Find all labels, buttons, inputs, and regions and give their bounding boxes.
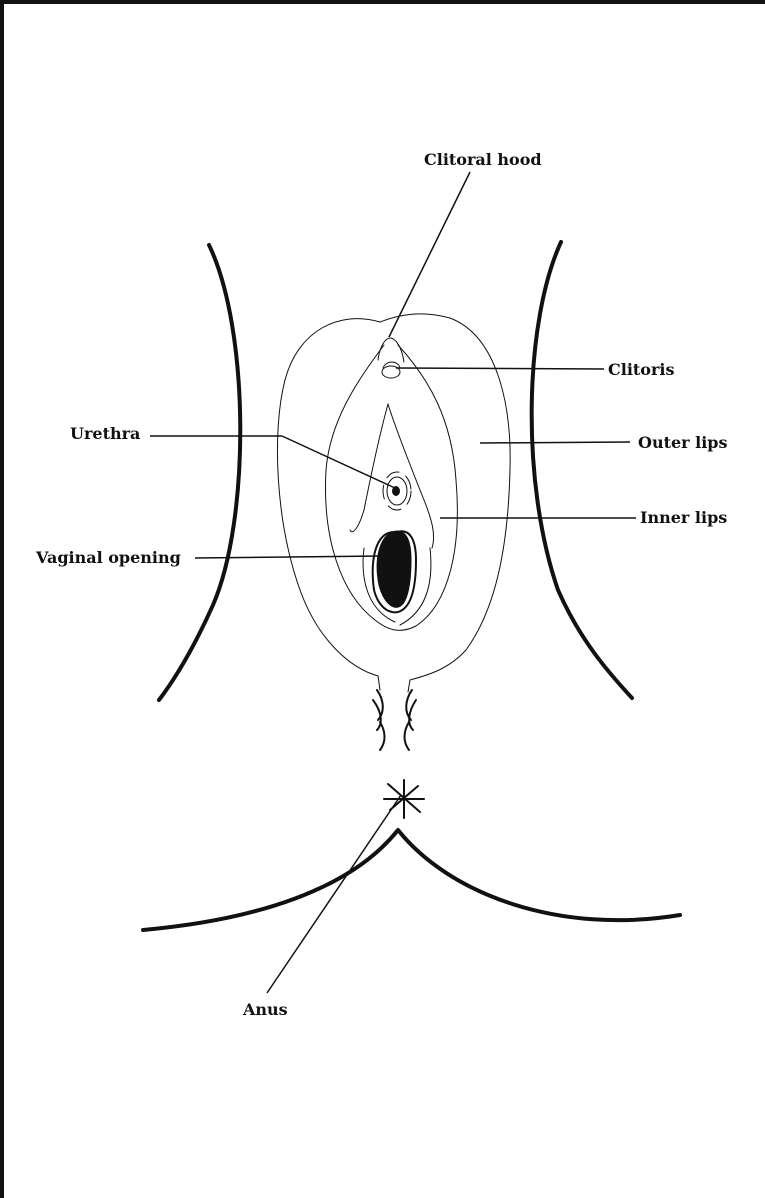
clitoral-hood-shape xyxy=(378,338,404,362)
label-clitoral-hood: Clitoral hood xyxy=(424,150,542,170)
leader-clitoral-hood xyxy=(389,172,470,337)
outer-lips-shape xyxy=(277,319,380,690)
leader-anus xyxy=(267,795,401,993)
buttocks-line xyxy=(143,830,680,930)
leader-outer-lips xyxy=(480,442,630,443)
label-vaginal-opening: Vaginal opening xyxy=(36,548,181,568)
label-inner-lips: Inner lips xyxy=(640,508,727,528)
label-anus: Anus xyxy=(243,1000,288,1020)
left-thigh-curve xyxy=(159,245,240,700)
label-urethra: Urethra xyxy=(70,424,140,444)
label-outer-lips: Outer lips xyxy=(638,433,728,453)
right-thigh-curve xyxy=(532,242,632,698)
vaginal-opening-shape xyxy=(378,532,410,606)
leader-clitoris xyxy=(396,368,604,369)
leader-vaginal-opening xyxy=(195,556,388,558)
label-clitoris: Clitoris xyxy=(608,360,674,380)
